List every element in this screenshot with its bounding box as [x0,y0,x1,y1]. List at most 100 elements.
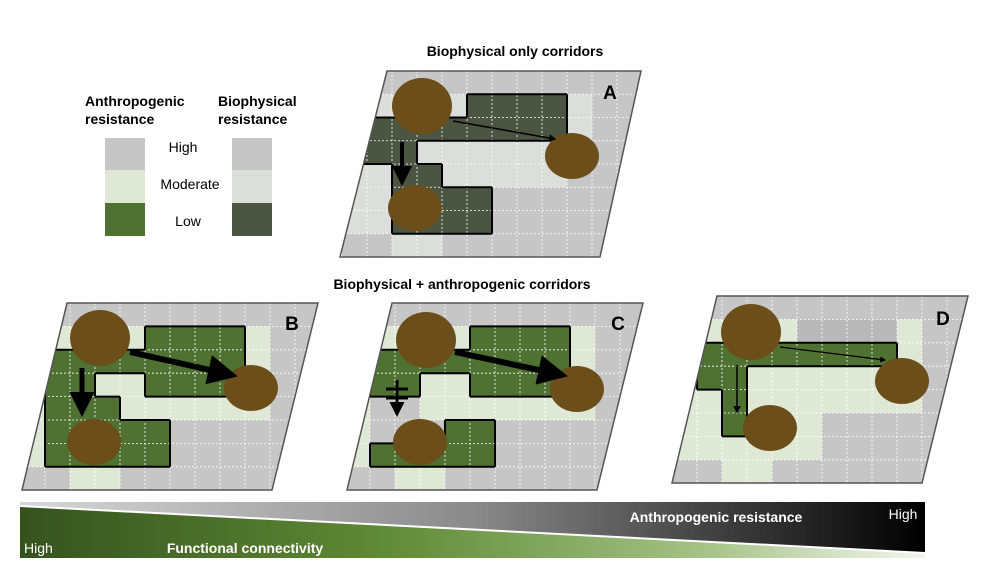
landscape-border [21,302,319,491]
grid-cell [592,187,618,211]
grid-cell [947,366,968,391]
grid-cell [847,296,873,320]
grid-cell [822,296,848,320]
grid-cell [542,233,568,257]
grid-cell [822,319,848,344]
grid-cell [822,436,848,461]
grid-cell [672,436,698,461]
habitat-patch [393,419,447,465]
grid-cell [145,420,171,444]
grid-cell [492,164,518,188]
grid-cell [95,373,121,398]
habitat-patch [545,133,599,179]
grid-cell [295,420,318,444]
legend-anthropogenic-heading-2: resistance [85,111,154,127]
grid-cell [392,164,418,188]
grid-cell [445,420,471,444]
legend-biophysical-heading-2: resistance [218,111,287,127]
grid-cell [470,396,496,421]
panel-b [21,302,319,491]
grid-cell [595,303,621,327]
grid-cell [295,396,318,421]
grid-cell [747,366,773,391]
grid-cell [370,420,396,444]
grid-cell [442,233,468,257]
grid-cell [847,389,873,414]
grid-cell [347,466,371,490]
grid-cell [245,443,271,468]
grid-cell [495,420,521,444]
grid-cell [542,94,568,118]
anthropogenic-high-label: High [889,506,918,522]
grid-cell [495,326,521,351]
grid-cell [467,187,493,211]
grid-cell [170,420,196,444]
grid-cell [347,349,371,374]
grid-cell [592,164,618,188]
grid-cell [170,443,196,468]
grid-cell [872,296,898,320]
grid-cell [872,319,898,344]
grid-cell [342,210,368,235]
grid-cell [672,342,698,367]
grid-cell [22,303,46,327]
grid-cell [442,164,468,188]
grid-cell [367,140,393,165]
grid-cell [797,342,823,367]
grid-cell [517,210,543,235]
anthropogenic-resistance-wedge [20,502,925,552]
grid-cell [467,233,493,257]
grid-cell [270,420,296,444]
grid-cell [922,319,948,344]
grid-cell [442,71,468,95]
grid-cell [592,117,618,142]
grid-cell [570,420,596,444]
grid-cell [722,459,748,483]
legend-level-high: High [169,139,198,155]
grid-cell [570,466,596,490]
grid-cell [347,420,371,444]
habitat-patch [67,419,121,465]
grid-cell [495,466,521,490]
grid-cell [697,389,723,414]
connectivity-high-label: High [24,540,53,556]
movement-arrow [454,349,568,385]
grid-cell [617,71,641,95]
grid-cell [592,94,618,118]
grid-cell [592,210,618,235]
grid-cell [545,420,571,444]
functional-connectivity-wedge [20,507,925,558]
grid-cell [672,296,698,320]
grid-cell [45,466,71,490]
grid-cell [470,303,496,327]
resistance-grid [341,71,641,257]
swatch-bio-high [232,138,272,170]
grid-cell [95,396,121,421]
grid-cell [22,420,46,444]
grid-cell [370,396,396,421]
grid-cell [195,443,221,468]
landscape-border [339,70,642,258]
grid-cell [295,373,318,398]
grid-cell [595,466,621,490]
grid-cell [542,210,568,235]
grid-cell [617,164,641,188]
grid-cell [747,459,773,483]
grid-cell [342,71,368,95]
grid-cell [722,366,748,391]
grid-cell [367,164,393,188]
grid-cell [295,349,318,374]
grid-cell [847,436,873,461]
panel-c [346,302,644,491]
grid-cell [797,296,823,320]
grid-cell [395,466,421,490]
grid-cell [145,373,171,398]
panel-d [671,295,969,484]
grid-cell [395,396,421,421]
grid-cell [517,187,543,211]
legend-biophysical-heading: Biophysical [218,93,297,109]
grid-cell [772,366,798,391]
grid-cell [722,389,748,414]
grid-cell [270,303,296,327]
resistance-grid [672,296,968,483]
